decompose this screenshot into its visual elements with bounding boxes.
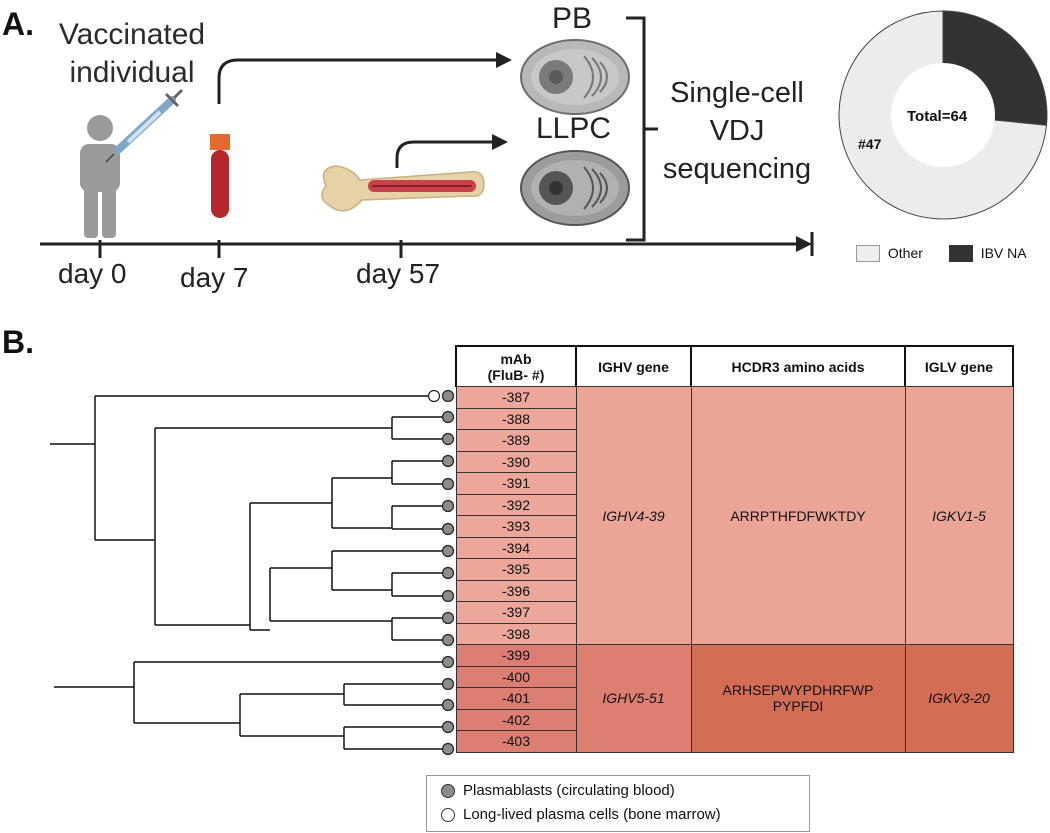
sequencing-line2: VDJ [709, 115, 765, 147]
legend-swatch-other [856, 244, 880, 262]
pb-label: PB [552, 2, 593, 35]
sequencing-label: Single-cell VDJ sequencing [652, 74, 822, 188]
donut-center-label: Total=64 [907, 108, 968, 125]
mab-id-cell: -396 [455, 579, 577, 602]
donut-legend: Other IBV NA [856, 244, 1027, 262]
pb-marker [441, 499, 455, 513]
donut-slice-label: #47 [858, 136, 882, 152]
header-hcdr3: HCDR3 amino acids [690, 345, 906, 387]
pb-marker [441, 432, 455, 446]
mab-id-cell: -394 [455, 536, 577, 559]
pb-marker [441, 742, 455, 756]
mab-id-cell: -393 [455, 515, 577, 538]
dendrogram [50, 389, 455, 756]
pb-marker [441, 698, 455, 712]
header-iglv: IGLV gene [904, 345, 1014, 387]
legend-row-llpc: Long-lived plasma cells (bone marrow) [441, 806, 721, 823]
timeline-arrowhead [796, 236, 812, 252]
mab-id-cell: -402 [455, 708, 577, 731]
day7-label: day 7 [180, 262, 249, 293]
pb-marker [441, 720, 455, 734]
group2-ighv: IGHV5-51 [575, 644, 692, 753]
mab-id-cell: -400 [455, 665, 577, 688]
blood-tube-icon [210, 134, 230, 218]
mab-id-cell: -399 [455, 644, 577, 667]
pb-marker [441, 677, 455, 691]
pb-marker [441, 454, 455, 468]
plasmablast-dot-icon [441, 784, 455, 799]
sequencing-bracket [626, 16, 658, 242]
arrow-bone-to-llpc [395, 140, 496, 168]
legend-swatch-ibv [948, 244, 973, 262]
mab-id-cell: -401 [455, 687, 577, 710]
pb-marker [441, 611, 455, 625]
legend-llpc-label: Long-lived plasma cells (bone marrow) [463, 806, 721, 823]
mab-id-cell: -389 [455, 429, 577, 452]
group1-ighv: IGHV4-39 [575, 386, 692, 645]
pb-marker [441, 633, 455, 647]
group2-hcdr3: ARHSEPWYPDHRFWP PYPFDI [690, 644, 906, 753]
legend-label-ibv: IBV NA [980, 245, 1027, 262]
pb-marker [441, 544, 455, 558]
day57-label: day 57 [356, 258, 441, 289]
group1-hcdr3: ARRPTHFDFWKTDY [690, 386, 906, 645]
mab-id-cell: -403 [455, 730, 577, 753]
vaccinated-line1: Vaccinated [58, 18, 206, 51]
person-icon [80, 115, 120, 238]
pb-marker [441, 589, 455, 603]
bone-icon [321, 165, 485, 212]
mab-id-cell: -391 [455, 472, 577, 495]
vaccinated-line2: individual [69, 56, 195, 89]
group1-iglv: IGKV1-5 [904, 386, 1014, 645]
legend-row-plasmablasts: Plasmablasts (circulating blood) [441, 782, 675, 799]
arrow-day7-to-pb [217, 58, 500, 104]
mab-id-cell: -392 [455, 493, 577, 516]
mab-id-cell: -388 [455, 407, 577, 430]
legend-label-other: Other [887, 245, 923, 262]
header-mab: mAb (FluB- #) [455, 345, 577, 387]
pb-cell-icon [520, 39, 630, 115]
leaf-markers [427, 389, 455, 756]
day0-label: day 0 [58, 258, 127, 289]
pb-marker [441, 410, 455, 424]
cell-type-legend: Plasmablasts (circulating blood) Long-li… [426, 775, 810, 832]
sequencing-line3: sequencing [662, 153, 812, 185]
pb-marker [441, 566, 455, 580]
llpc-label: LLPC [536, 112, 612, 145]
llpc-marker [427, 389, 441, 403]
pb-marker [441, 522, 455, 536]
pb-marker [441, 477, 455, 491]
panel-a-label: A. [2, 6, 34, 42]
pb-marker [441, 655, 455, 669]
legend-plasmablasts-label: Plasmablasts (circulating blood) [463, 782, 675, 799]
group2-hcdr3-line2: PYPFDI [772, 698, 824, 715]
group2-hcdr3-line1: ARHSEPWYPDHRFWP [722, 682, 874, 699]
panel-a-illustration [40, 16, 814, 258]
group2-iglv: IGKV3-20 [904, 644, 1014, 753]
mab-id-cell: -397 [455, 601, 577, 624]
header-mab-line2: (FluB- #) [487, 366, 545, 383]
sequencing-line1: Single-cell [670, 77, 804, 109]
pb-marker [441, 389, 455, 403]
mab-id-cell: -395 [455, 558, 577, 581]
llpc-cell-icon [520, 150, 630, 226]
llpc-dot-icon [441, 808, 455, 823]
mab-id-cell: -390 [455, 450, 577, 473]
donut-chart [838, 10, 1048, 220]
header-ighv: IGHV gene [575, 345, 692, 387]
syringe-icon [105, 88, 184, 163]
mab-table: mAb (FluB- #) IGHV gene HCDR3 amino acid… [455, 345, 1014, 753]
header-mab-line1: mAb [500, 350, 532, 367]
mab-id-cell: -387 [455, 386, 577, 409]
panel-b-label: B. [2, 324, 34, 360]
mab-id-cell: -398 [455, 622, 577, 645]
vaccinated-label: Vaccinated individual [52, 16, 212, 92]
